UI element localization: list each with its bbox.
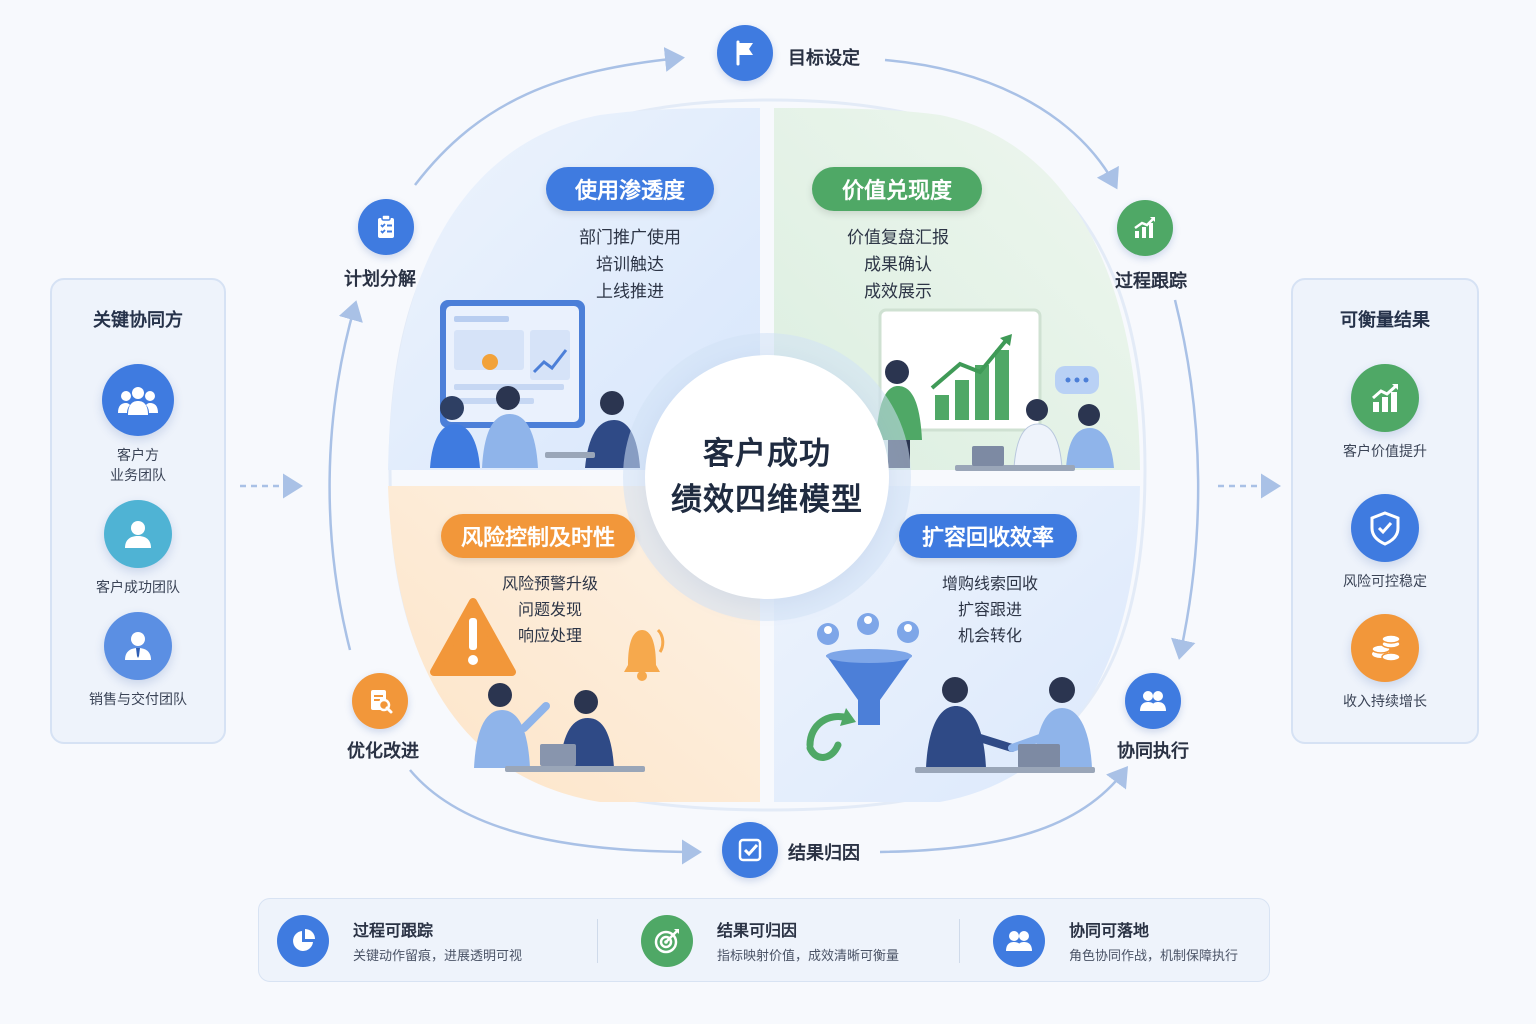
quadrant-item: 上线推进 — [596, 282, 664, 302]
outcome-item: 收入持续增长 — [1293, 614, 1477, 712]
center-title-line1: 客户成功 — [703, 436, 831, 472]
stakeholder-label-line: 业务团队 — [110, 468, 166, 484]
summary-desc: 角色协同作战，机制保障执行 — [1069, 949, 1239, 964]
quadrant-title-value: 价值兑现度 — [812, 167, 982, 211]
outcome-item: 客户价值提升 — [1293, 364, 1477, 462]
quadrant-items-expansion: 增购线索回收 扩容跟进 机会转化 — [920, 571, 1060, 649]
stakeholder-label: 销售与交付团队 — [52, 690, 224, 710]
stakeholder-label: 客户成功团队 — [52, 578, 224, 598]
summary-desc: 关键动作留痕，进展透明可视 — [353, 949, 523, 964]
funnel-handshake-illustration — [806, 613, 1095, 773]
team-icon — [1125, 673, 1181, 729]
outcome-label: 客户价值提升 — [1343, 444, 1427, 460]
stakeholder-item: 销售与交付团队 — [52, 612, 224, 710]
quadrant-title-risk: 风险控制及时性 — [441, 514, 635, 558]
quadrant-item: 扩容跟进 — [957, 600, 1022, 619]
document-search-icon — [352, 673, 408, 729]
quadrant-bg-risk — [388, 486, 760, 802]
quadrant-item: 问题发现 — [517, 600, 582, 619]
person-icon — [104, 500, 172, 568]
cycle-label-tracking: 过程跟踪 — [1115, 271, 1187, 292]
growth-chart-icon — [1351, 364, 1419, 432]
growth-board-illustration — [876, 308, 1114, 471]
summary-item-attributable: 结果可归因 指标映射价值，成效清晰可衡量 — [641, 899, 961, 983]
clipboard-checklist-icon — [358, 199, 414, 255]
quadrant-items-value: 价值复盘汇报 成果确认 成效展示 — [828, 225, 968, 306]
summary-title: 协同可落地 — [1069, 921, 1150, 940]
quadrant-item: 部门推广使用 — [579, 228, 681, 248]
quadrant-item: 成果确认 — [864, 255, 932, 275]
stakeholder-item: 客户成功团队 — [52, 500, 224, 598]
quadrant-items-usage: 部门推广使用 培训触达 上线推进 — [560, 225, 700, 306]
summary-divider — [597, 919, 598, 963]
bottom-summary-bar: 过程可跟踪 关键动作留痕，进展透明可视 结果可归因 指标映射价值，成效清晰可衡量… — [258, 898, 1270, 982]
coins-icon — [1351, 614, 1419, 682]
quadrant-item: 风险预警升级 — [501, 574, 598, 593]
stakeholder-label: 客户方 业务团队 — [52, 446, 224, 486]
warning-meeting-illustration — [430, 598, 665, 772]
quadrant-item: 成效展示 — [864, 282, 932, 302]
checkbox-icon — [722, 822, 778, 878]
summary-title: 结果可归因 — [717, 921, 798, 940]
target-icon — [641, 915, 693, 967]
right-panel-title: 可衡量结果 — [1340, 310, 1430, 331]
summary-divider — [959, 919, 960, 963]
outcome-item: 风险可控稳定 — [1293, 494, 1477, 592]
team-icon — [993, 915, 1045, 967]
cycle-label-optimization: 优化改进 — [347, 741, 419, 762]
center-title-line2: 绩效四维模型 — [671, 482, 863, 518]
left-panel-stakeholders: 关键协同方 客户方 业务团队 客户成功团队 销售与交付团队 — [50, 278, 226, 744]
cycle-label-collaboration: 协同执行 — [1117, 741, 1189, 762]
shield-check-icon — [1351, 494, 1419, 562]
quadrant-title-usage: 使用渗透度 — [546, 167, 714, 211]
quadrant-item: 响应处理 — [517, 626, 582, 645]
cycle-label-attribution: 结果归因 — [788, 843, 860, 864]
stakeholder-label-line: 客户方 — [117, 448, 159, 464]
group-icon — [102, 364, 174, 436]
stakeholder-item: 客户方 业务团队 — [52, 364, 224, 486]
flag-icon — [717, 25, 773, 81]
summary-item-actionable: 协同可落地 角色协同作战，机制保障执行 — [993, 899, 1263, 983]
outcome-label: 风险可控稳定 — [1343, 574, 1427, 590]
summary-item-trackable: 过程可跟踪 关键动作留痕，进展透明可视 — [277, 899, 597, 983]
pie-chart-icon — [277, 915, 329, 967]
businessperson-icon — [104, 612, 172, 680]
quadrant-item: 机会转化 — [957, 626, 1022, 645]
quadrant-item: 培训触达 — [596, 255, 664, 275]
cycle-label-goal: 目标设定 — [788, 48, 860, 69]
outcome-label: 收入持续增长 — [1343, 694, 1427, 710]
quadrant-item: 增购线索回收 — [941, 574, 1038, 593]
cycle-label-planning: 计划分解 — [344, 269, 416, 290]
quadrant-title-expansion: 扩容回收效率 — [899, 514, 1077, 558]
summary-desc: 指标映射价值，成效清晰可衡量 — [717, 949, 900, 964]
right-panel-outcomes: 可衡量结果 客户价值提升 风险可控稳定 收入持续增长 — [1291, 278, 1479, 744]
stakeholder-label-line: 销售与交付团队 — [89, 692, 187, 708]
quadrant-items-risk: 风险预警升级 问题发现 响应处理 — [480, 571, 620, 649]
stakeholder-label-line: 客户成功团队 — [96, 580, 180, 596]
left-panel-title: 关键协同方 — [93, 310, 183, 331]
summary-title: 过程可跟踪 — [353, 921, 434, 940]
center-title: 客户成功 绩效四维模型 — [645, 355, 889, 599]
trend-chart-icon — [1117, 200, 1173, 256]
quadrant-item: 价值复盘汇报 — [847, 228, 949, 248]
presentation-screen-illustration — [430, 300, 640, 468]
